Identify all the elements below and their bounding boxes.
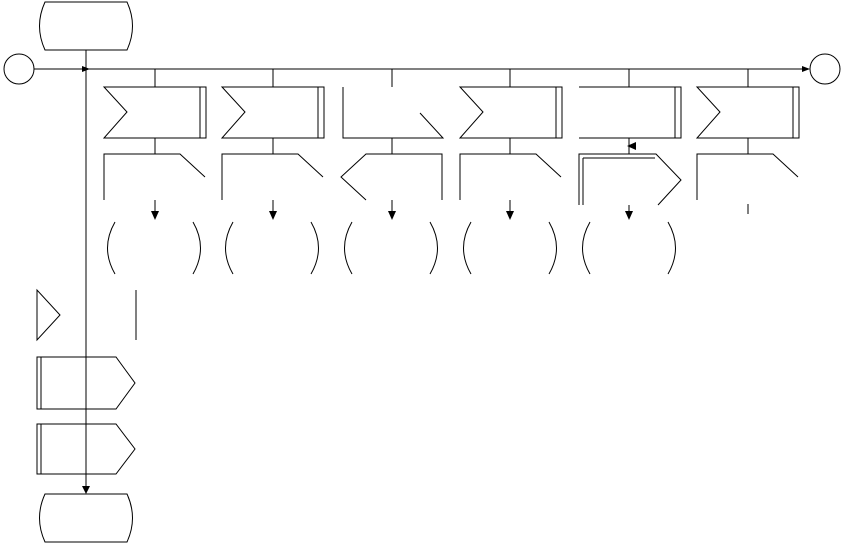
state-3-right bbox=[429, 221, 438, 275]
start-terminator bbox=[39, 1, 133, 51]
arrow-2 bbox=[269, 211, 277, 220]
input-signal-3 bbox=[340, 153, 443, 201]
bus-arrowhead bbox=[802, 66, 810, 72]
state-4-left bbox=[463, 221, 472, 275]
input-signal-2 bbox=[220, 86, 325, 139]
state-2-left bbox=[225, 221, 234, 275]
output-signal-6 bbox=[696, 153, 799, 200]
input-signal-6 bbox=[695, 86, 800, 139]
output-signal-2 bbox=[221, 153, 324, 200]
branch-6 bbox=[695, 69, 800, 214]
state-2-right bbox=[310, 221, 319, 275]
branch-3 bbox=[340, 69, 445, 275]
priority-arrow-5 bbox=[627, 142, 636, 150]
arrow-3 bbox=[388, 211, 396, 220]
right-connector bbox=[809, 53, 841, 85]
left-connector bbox=[3, 53, 35, 85]
output-signal-4 bbox=[459, 153, 562, 200]
input-signal-1 bbox=[102, 86, 207, 139]
arrow-1 bbox=[151, 211, 159, 220]
state-3-left bbox=[344, 221, 353, 275]
branch-2 bbox=[220, 69, 325, 275]
bottom-arrowhead bbox=[82, 486, 90, 494]
state-5-right bbox=[667, 221, 676, 275]
input-signal-4 bbox=[458, 86, 563, 139]
end-terminator bbox=[39, 493, 133, 543]
arrow-5 bbox=[625, 211, 633, 220]
left-input-signal bbox=[36, 288, 61, 342]
state-1-right bbox=[192, 221, 201, 275]
branch-5 bbox=[578, 69, 682, 275]
state-1-left bbox=[107, 221, 116, 275]
priority-input-5 bbox=[579, 86, 682, 139]
arrow-4 bbox=[506, 211, 514, 220]
left-output-signal-2 bbox=[36, 423, 136, 475]
save-symbol-3 bbox=[342, 87, 445, 139]
left-output-signal-1 bbox=[36, 356, 136, 410]
state-4-right bbox=[548, 221, 557, 275]
branch-4 bbox=[458, 69, 563, 275]
output-signal-5 bbox=[578, 153, 682, 206]
output-signal-1 bbox=[103, 153, 206, 200]
branch-1 bbox=[102, 69, 207, 275]
state-5-left bbox=[582, 221, 591, 275]
